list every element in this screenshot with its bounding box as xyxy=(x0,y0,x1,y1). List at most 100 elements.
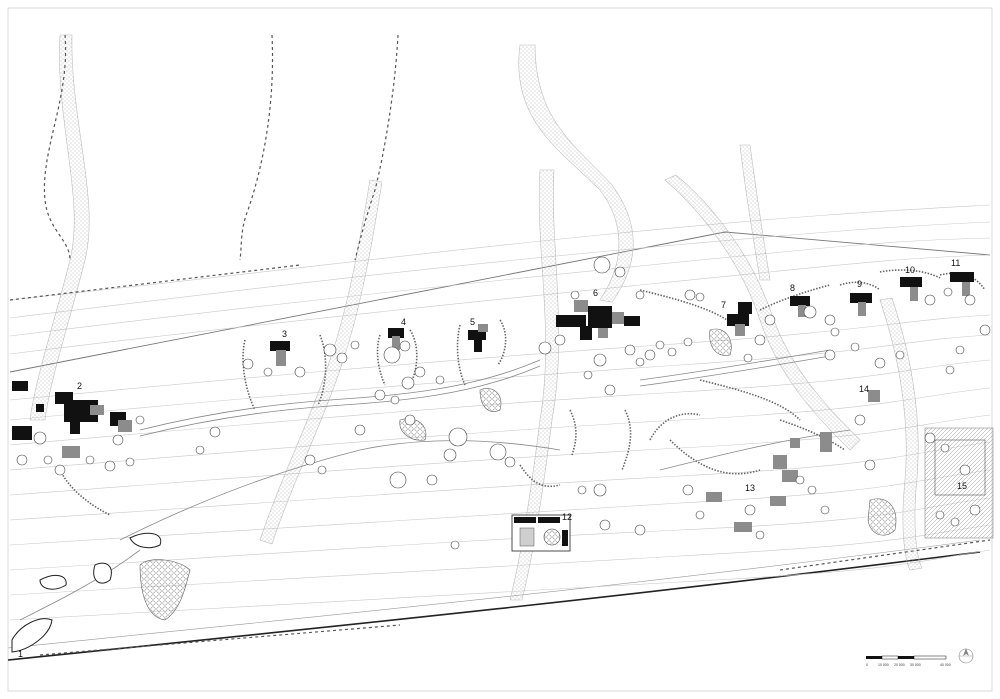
tree xyxy=(294,366,306,378)
tree xyxy=(242,358,254,370)
label-8: 8 xyxy=(790,283,795,293)
tree xyxy=(209,426,221,438)
tree xyxy=(263,367,273,377)
tree xyxy=(104,460,116,472)
building-cluster-14 xyxy=(868,390,880,402)
building-cluster-5 xyxy=(468,324,488,352)
label-9: 9 xyxy=(857,279,862,289)
tree xyxy=(33,431,47,445)
label-3: 3 xyxy=(282,329,287,339)
tree xyxy=(538,341,552,355)
tree xyxy=(336,352,348,364)
road-edge-inner xyxy=(7,539,981,649)
tree xyxy=(583,370,593,380)
hatched-paths xyxy=(29,34,923,601)
tree xyxy=(935,510,945,520)
tree xyxy=(924,294,936,306)
dashed-tracks xyxy=(9,34,991,656)
building-cluster-4 xyxy=(388,328,404,350)
tree xyxy=(644,349,656,361)
building-cluster-6 xyxy=(556,300,640,340)
label-1: 1 xyxy=(18,649,23,659)
trees xyxy=(16,256,991,550)
scale-tick-1: 10 000 xyxy=(878,663,889,667)
gravel-areas xyxy=(139,328,897,621)
tree xyxy=(593,256,611,274)
tree xyxy=(945,365,955,375)
tree xyxy=(195,445,205,455)
tree xyxy=(807,485,817,495)
tree xyxy=(943,287,953,297)
tree xyxy=(614,266,626,278)
tree xyxy=(435,375,445,385)
building-cluster-13 xyxy=(706,432,832,532)
tree xyxy=(54,464,66,476)
label-7: 7 xyxy=(721,300,726,310)
scale-tick-4: 40 000 xyxy=(940,663,951,667)
location-labels: 1 2 3 4 5 6 7 8 9 10 11 12 13 14 15 xyxy=(18,258,967,659)
north-arrow-icon xyxy=(958,648,974,664)
tree xyxy=(830,327,840,337)
tree xyxy=(803,305,817,319)
tree xyxy=(599,519,611,531)
tree xyxy=(85,455,95,465)
label-4: 4 xyxy=(401,317,406,327)
facility-15-area xyxy=(924,427,994,539)
tree xyxy=(570,290,580,300)
tree xyxy=(401,376,415,390)
building-cluster-10 xyxy=(900,277,922,301)
tree xyxy=(682,484,694,496)
tree xyxy=(634,524,646,536)
tree xyxy=(323,343,337,357)
tree xyxy=(443,448,457,462)
tree xyxy=(304,454,316,466)
tree xyxy=(655,340,665,350)
scale-tick-0: 0 xyxy=(866,663,868,667)
building-cluster-11 xyxy=(950,272,974,296)
tree xyxy=(135,415,145,425)
label-13: 13 xyxy=(745,483,755,493)
tree xyxy=(754,334,766,346)
tree xyxy=(824,349,836,361)
tree xyxy=(764,314,776,326)
tree xyxy=(820,505,830,515)
tree xyxy=(850,342,860,352)
tree xyxy=(683,337,693,347)
tree xyxy=(743,353,753,363)
scale-bar: 0 10 000 20 000 30 000 40 000 xyxy=(866,655,951,667)
tree xyxy=(593,353,607,367)
building-cluster-9 xyxy=(850,293,872,316)
building-cluster-8 xyxy=(790,296,810,317)
tree xyxy=(504,456,516,468)
tree xyxy=(854,414,866,426)
tree xyxy=(667,347,677,357)
building-cluster-7 xyxy=(727,302,752,336)
tree xyxy=(864,459,876,471)
tree xyxy=(969,504,981,516)
tree xyxy=(404,414,416,426)
tree xyxy=(554,334,566,346)
tree xyxy=(924,432,936,444)
tree xyxy=(604,384,616,396)
tree xyxy=(448,427,468,447)
hedges xyxy=(59,269,986,516)
label-5: 5 xyxy=(470,317,475,327)
tree xyxy=(635,357,645,367)
tree xyxy=(43,455,53,465)
label-6: 6 xyxy=(593,288,598,298)
label-12: 12 xyxy=(562,512,572,522)
tree xyxy=(374,389,386,401)
facility-12-building xyxy=(511,514,571,552)
tree xyxy=(624,344,636,356)
tree xyxy=(383,346,401,364)
building-cluster-2 xyxy=(12,381,132,458)
tree xyxy=(389,471,407,489)
label-2: 2 xyxy=(77,381,82,391)
tree xyxy=(577,485,587,495)
tree xyxy=(593,483,607,497)
tree xyxy=(350,340,360,350)
tree xyxy=(955,345,965,355)
tree xyxy=(414,366,426,378)
tree xyxy=(755,530,765,540)
